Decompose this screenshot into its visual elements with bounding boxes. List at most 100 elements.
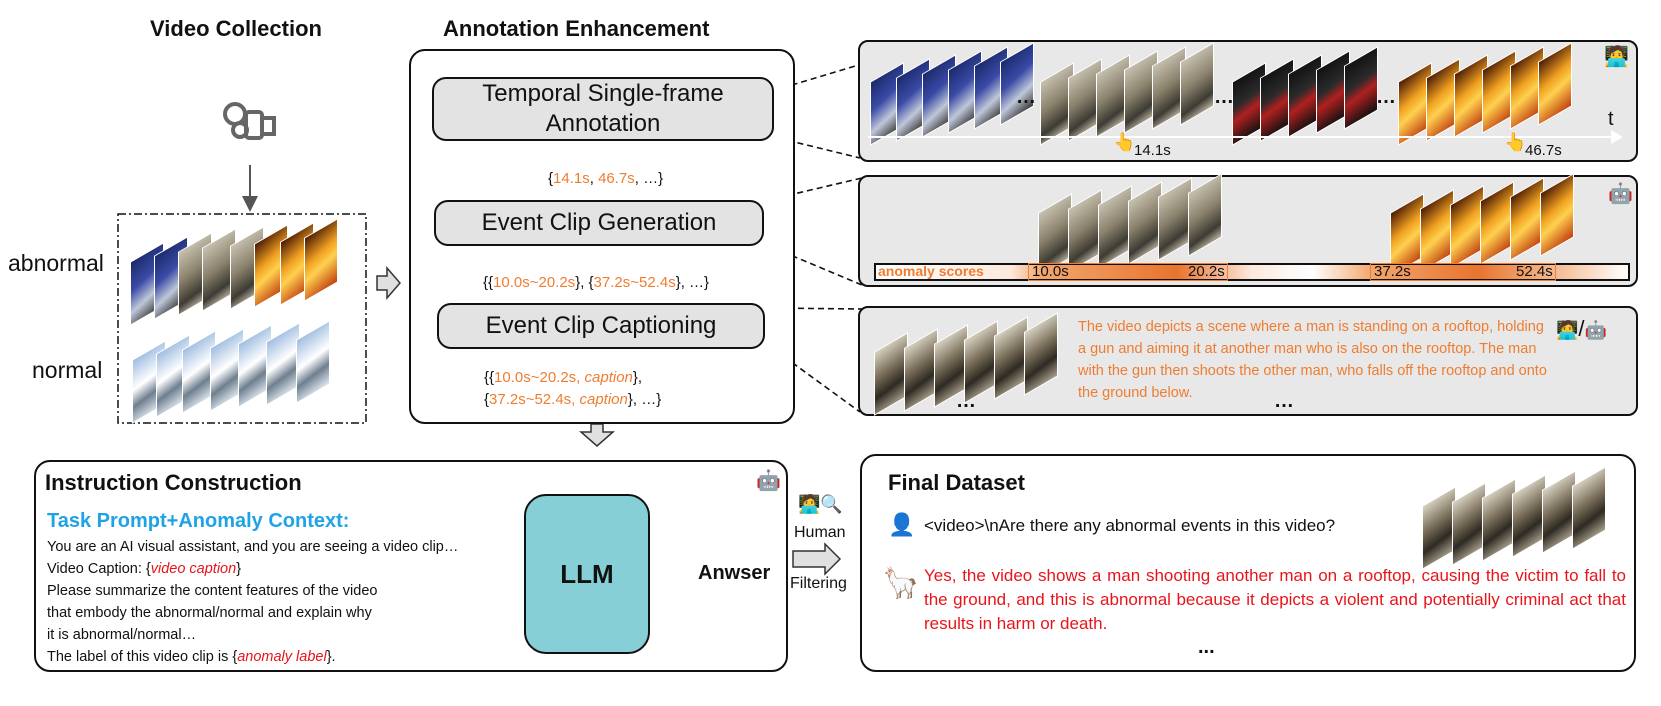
clip-generation-panel: 🤖 anomaly scores 10.0s 20.2s 37.2s 52.4s [858,173,1638,287]
range-1: 10.0s~20.2s, [494,369,585,386]
clip-2-range-box [1370,263,1556,281]
user-icon: 👤 [888,512,916,537]
video-frame [1128,181,1162,265]
prompt-subtitle: Task Prompt+Anomaly Context: [47,510,350,532]
prompt-text: You are an AI visual assistant, and you … [47,536,458,668]
video-frame [1158,177,1192,261]
step-event-clip-captioning: Event Clip Captioning [437,303,765,349]
ellipsis-caption: … [1274,390,1294,412]
llama-icon: 🦙 [882,567,920,600]
video-frame [1188,173,1222,257]
separator: }, { [575,274,594,291]
separator: , [589,170,599,187]
range-2: 37.2s~52.4s [593,274,676,291]
magnifier-icon: 🔍 [820,494,843,514]
video-frame [1098,185,1132,269]
brace: { [548,170,554,187]
camcorder-icon [223,102,276,140]
answer-label: Anwser [698,562,771,584]
caption-placeholder: caption [579,391,628,408]
prompt-line-4: that embody the abnormal/normal and expl… [47,605,372,621]
llm-label: LLM [560,558,614,589]
score-label: anomaly scores [878,263,984,279]
prompt-line-1: You are an AI visual assistant, and you … [47,539,459,555]
hollow-arrow-down [579,423,615,447]
video-frame [1024,312,1058,396]
pin-icon: 👆 [1113,132,1136,152]
slash: / [1578,316,1585,341]
marker-1-label: 14.1s [1134,142,1171,159]
llm-block: LLM [524,494,650,654]
prompt-line-6: The label of this video clip is {anomaly… [47,646,458,668]
video-frame [1450,185,1484,269]
prompt-text-segment: The label of this video clip is { [47,649,238,665]
range-2: 37.2s~52.4s, [489,391,580,408]
step2-label: Event Clip Generation [481,209,717,236]
clip-2-start: 37.2s [1374,263,1411,280]
video-frame [1422,486,1456,570]
hollow-arrow-right [376,265,401,301]
video-frame [1542,470,1576,554]
video-frame [1068,189,1102,273]
video-frame [904,328,938,412]
human-icon: 🧑‍💻 [1556,320,1579,340]
question-text: <video>\nAre there any abnormal events i… [924,516,1336,535]
ellipsis-frames: … [956,390,976,412]
axis-label-t: t [1608,108,1614,130]
prompt-line-2: Video Caption: {video caption} [47,558,458,580]
clip-1-start: 10.0s [1032,263,1069,280]
dash-step2-bottom [763,243,863,286]
robot-icon: 🤖 [1608,183,1633,205]
timestamp-1: 14.1s [553,170,590,187]
step-event-clip-generation: Event Clip Generation [434,200,764,246]
final-title: Final Dataset [888,470,1025,495]
instruction-title: Instruction Construction [45,470,302,495]
video-frame [1482,478,1516,562]
label-normal: normal [32,357,103,383]
video-frame [296,320,330,404]
annotation-enhancement-title: Annotation Enhancement [443,16,710,41]
brace: }, …} [675,274,710,291]
dash-step3-bottom [767,344,861,413]
dash-step2-top [767,177,863,201]
label-abnormal: abnormal [8,250,104,276]
normal-frames [132,320,362,424]
abnormal-frames [130,218,360,326]
step2-output: {{10.0s~20.2s}, {37.2s~52.4s}, …} [483,274,709,291]
video-caption-variable: video caption [150,561,237,577]
video-frame [874,332,908,416]
anomaly-score-bar: anomaly scores 10.0s 20.2s 37.2s 52.4s [874,263,1630,281]
time-axis [868,136,1613,138]
robot-icon: 🤖 [1584,320,1607,340]
annotator-icons: 🧑‍💻/🤖 [1556,316,1607,342]
brace: {{ [483,274,494,291]
video-frame [1420,189,1454,273]
step1-output: {14.1s, 46.7s, …} [548,170,663,187]
prompt-line-5: it is abnormal/normal… [47,627,197,643]
filter-label-filtering: Filtering [790,575,847,592]
robot-icon: 🤖 [756,470,781,492]
ellipsis-more: ... [1198,636,1215,658]
video-frame [1512,474,1546,558]
clip-1-end: 20.2s [1188,263,1225,280]
step3-output: {{10.0s~20.2s, caption}, {37.2s~52.4s, c… [484,367,661,411]
brace: { [484,391,490,408]
clip-1-range-box [1028,263,1228,281]
prompt-text-segment: Video Caption: { [47,561,151,577]
captioning-panel: … The video depicts a scene where a man … [858,306,1638,416]
dash-step1-top [781,63,863,89]
prompt-line-3: Please summarize the content features of… [47,583,378,599]
timeline-panel: … … … 🧑‍💻 t 👆 14.1s 👆 46.7s [858,40,1638,162]
brace: }, [632,369,643,386]
time-axis-arrowhead [1611,130,1623,144]
step1-line1: Temporal Single-frame [482,80,724,107]
timestamp-2: 46.7s [598,170,635,187]
brace: }, …} [627,391,662,408]
ellipsis-3: … [1376,86,1396,108]
video-frame [994,316,1028,400]
caption-text: The video depicts a scene where a man is… [1078,319,1547,401]
collection-frame [117,213,367,424]
brace: {{ [484,369,495,386]
clip-2-end: 52.4s [1516,263,1553,280]
